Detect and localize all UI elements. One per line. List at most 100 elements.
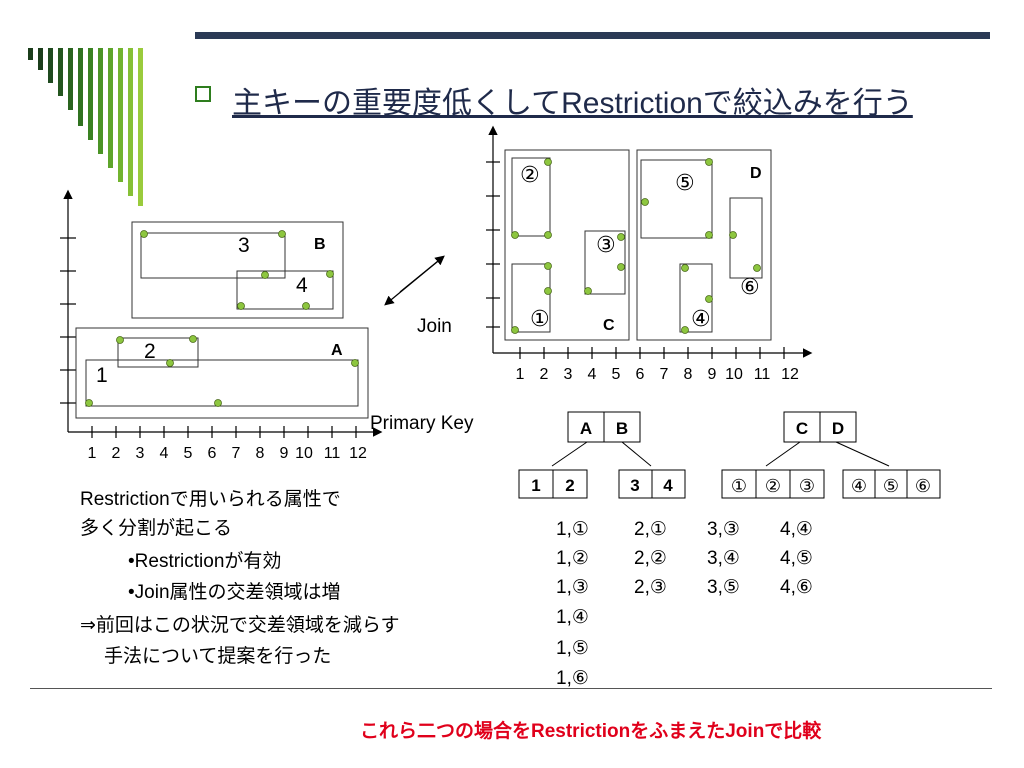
double-arrow — [384, 255, 445, 306]
right-x-tick: 3 — [564, 366, 573, 383]
pair: 2,③ — [634, 577, 667, 598]
tree-lines — [551, 441, 890, 467]
tree-node-labels: A B C D 1 2 3 4 — [531, 419, 844, 495]
right-x-tick: 8 — [684, 366, 693, 383]
desc-line-2: 多く分割が起こる — [80, 518, 233, 539]
label-D: D — [750, 165, 762, 182]
desc-line-5: ⇒前回はこの状況で交差領域を減らす — [80, 615, 400, 636]
box-4 — [236, 270, 334, 310]
label-1: 1 — [96, 364, 108, 387]
label-C: C — [603, 317, 615, 334]
box-3 — [140, 232, 286, 279]
leaf-c6: ⑥ — [915, 476, 931, 497]
left-x-axis-label: Primary Key — [370, 413, 474, 434]
pair: 2,① — [634, 519, 667, 540]
right-x-tick: 10 — [725, 366, 743, 383]
left-x-tick: 1 — [88, 445, 97, 462]
pair: 3,④ — [707, 548, 740, 569]
box-r3 — [584, 230, 626, 295]
right-points — [511, 158, 761, 334]
pair: 2,② — [634, 548, 667, 569]
leaf-1: 1 — [531, 476, 540, 495]
left-x-tick: 11 — [324, 445, 341, 462]
leaf-4: 4 — [663, 476, 673, 495]
pair: 1,① — [556, 519, 589, 540]
label-B: B — [314, 236, 326, 253]
box-2 — [117, 337, 199, 368]
left-x-tick-labels: 1 2 3 4 5 6 7 8 9 10 11 12 — [88, 445, 367, 462]
box-C — [504, 149, 630, 341]
right-axes — [486, 125, 813, 359]
left-axes — [60, 189, 383, 438]
pair: 1,② — [556, 548, 589, 569]
left-x-tick: 4 — [160, 445, 169, 462]
leaf-c1: ① — [731, 476, 747, 497]
right-x-tick-labels: 1 2 3 4 5 6 7 8 9 10 11 12 — [516, 366, 799, 383]
top-accent-bar — [195, 32, 990, 39]
leaf-c3: ③ — [799, 476, 815, 497]
footer-divider — [30, 688, 992, 689]
pair: 1,④ — [556, 607, 589, 628]
tree-nodes — [518, 411, 941, 499]
desc-line-4: •Join属性の交差領域は増 — [128, 582, 341, 603]
left-x-tick: 3 — [136, 445, 145, 462]
desc-line-3: •Restrictionが有効 — [128, 551, 282, 572]
left-x-tick: 9 — [280, 445, 289, 462]
left-points — [85, 230, 359, 407]
right-x-tick: 2 — [540, 366, 549, 383]
leaf-2: 2 — [565, 476, 574, 495]
node-C: C — [796, 419, 808, 438]
label-r5: ⑤ — [675, 171, 695, 196]
right-x-tick: 6 — [636, 366, 645, 383]
decorative-stripes — [28, 48, 143, 206]
left-x-tick: 10 — [295, 445, 313, 462]
leaf-c2: ② — [765, 476, 781, 497]
label-r4: ④ — [691, 307, 711, 332]
right-x-tick: 12 — [781, 366, 799, 383]
node-A: A — [580, 419, 592, 438]
box-A — [75, 327, 369, 419]
pair: 4,⑤ — [780, 548, 813, 569]
right-x-tick: 5 — [612, 366, 621, 383]
right-x-tick: 11 — [754, 366, 771, 383]
right-x-tick: 9 — [708, 366, 717, 383]
label-r2: ② — [520, 163, 540, 188]
footer-note: これら二つの場合をRestrictionをふまえたJoinで比較 — [360, 721, 822, 742]
node-D: D — [832, 419, 844, 438]
tree-leaf-circled-labels: ① ② ③ ④ ⑤ ⑥ — [731, 476, 931, 497]
pair: 1,⑤ — [556, 638, 589, 659]
desc-line-6: 手法について提案を行った — [104, 646, 332, 667]
label-3: 3 — [238, 234, 250, 257]
box-r1 — [511, 263, 551, 333]
box-r6 — [729, 197, 763, 279]
left-boxes — [75, 221, 369, 419]
right-boxes — [504, 149, 772, 341]
label-2: 2 — [144, 340, 156, 363]
pair: 4,④ — [780, 519, 813, 540]
left-x-tick: 5 — [184, 445, 193, 462]
title-bullet-icon — [195, 86, 211, 102]
right-x-tick: 4 — [588, 366, 597, 383]
slide-title: 主キーの重要度低くしてRestrictionで絞込みを行う — [232, 87, 913, 120]
leaf-c4: ④ — [851, 476, 867, 497]
leaf-3: 3 — [630, 476, 639, 495]
left-x-tick: 2 — [112, 445, 121, 462]
right-x-tick: 7 — [660, 366, 669, 383]
box-r2 — [511, 157, 551, 237]
label-4: 4 — [296, 274, 308, 297]
right-x-tick: 1 — [516, 366, 525, 383]
box-1 — [85, 359, 359, 407]
pair: 4,⑥ — [780, 577, 813, 598]
label-r3: ③ — [596, 233, 616, 258]
left-x-tick: 12 — [349, 445, 367, 462]
left-x-tick: 7 — [232, 445, 241, 462]
leaf-c5: ⑤ — [883, 476, 899, 497]
box-B — [131, 221, 344, 319]
left-x-tick: 6 — [208, 445, 217, 462]
box-D — [636, 149, 772, 341]
label-r1: ① — [530, 307, 550, 332]
pair: 1,③ — [556, 577, 589, 598]
left-x-tick: 8 — [256, 445, 265, 462]
node-B: B — [616, 419, 628, 438]
